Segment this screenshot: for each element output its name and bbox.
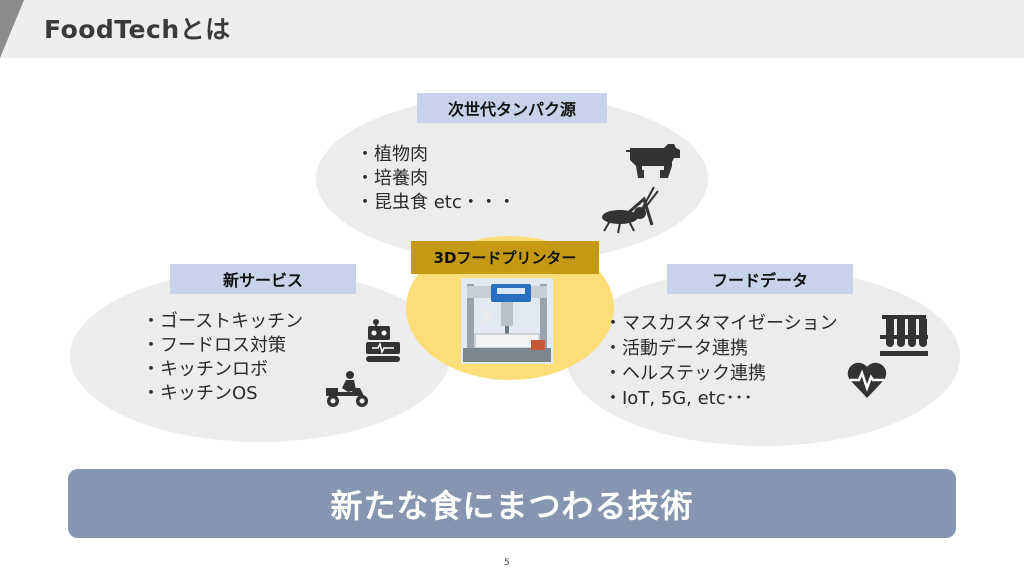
3d-food-printer-photo [461, 278, 553, 364]
data-ellipse [566, 268, 960, 446]
service-list: ・ゴーストキッチン ・フードロス対策 ・キッチンロボ ・キッチンOS [142, 310, 303, 406]
heart-pulse-icon [847, 362, 887, 398]
delivery-motorbike-icon [326, 371, 368, 407]
page-title: FoodTechとは [44, 15, 231, 44]
cow-icon [626, 144, 680, 178]
service-label: 新サービス [170, 264, 356, 294]
list-item: ・キッチンOS [142, 383, 258, 404]
data-list: ・マスカスタマイゼーション ・活動データ連携 ・ヘルステック連携 ・IoT, 5… [604, 311, 838, 411]
protein-ellipse [316, 95, 708, 263]
list-item: ・植物肉 [356, 144, 428, 165]
cricket-icon [602, 186, 659, 234]
list-item: ・キッチンロボ [142, 359, 268, 380]
protein-list: ・植物肉 ・培養肉 ・昆虫食 etc・・・ [356, 143, 516, 215]
summary-banner: 新たな食にまつわる技術 [68, 469, 956, 538]
test-tubes-icon [880, 315, 928, 356]
list-item: ・ヘルステック連携 [604, 363, 766, 384]
list-item: ・マスカスタマイゼーション [604, 313, 838, 334]
header-accent-triangle [0, 0, 24, 58]
list-item: ・培養肉 [356, 168, 428, 189]
data-label: フードデータ [667, 264, 853, 294]
list-item: ・フードロス対策 [142, 335, 286, 356]
header-bar: FoodTechとは [0, 0, 1024, 58]
list-item: ・活動データ連携 [604, 338, 748, 359]
printer-label: 3Dフードプリンター [411, 241, 599, 274]
protein-label: 次世代タンパク源 [417, 93, 607, 123]
list-item: ・昆虫食 etc・・・ [356, 192, 516, 213]
robot-icon [366, 319, 400, 362]
list-item: ・IoT, 5G, etc･･･ [604, 388, 753, 409]
page-number: 5 [504, 558, 510, 568]
list-item: ・ゴーストキッチン [142, 311, 304, 332]
